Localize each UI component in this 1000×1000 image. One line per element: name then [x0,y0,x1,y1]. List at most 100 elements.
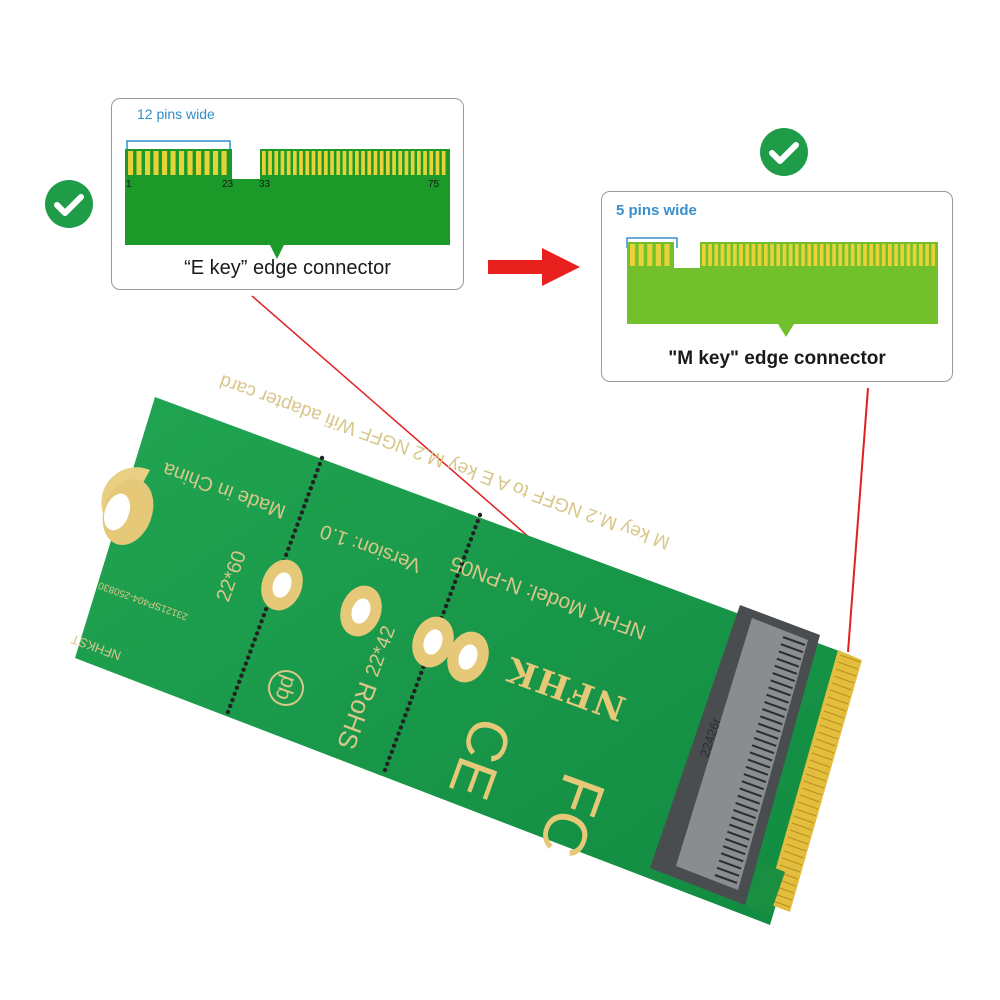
gold-pin [367,151,372,175]
socket-pin [755,729,779,740]
gold-pin [726,244,731,266]
edge-pin [793,815,815,824]
gold-pin [162,151,168,175]
socket-pin [753,737,777,747]
via-dot [283,552,289,557]
via-dot [457,567,462,572]
via-dot [448,591,453,597]
via-dot [225,709,231,715]
pin-number: 23 [222,179,234,190]
via-dot [405,707,410,712]
gold-pin [429,151,434,175]
edge-pin [781,857,803,866]
gold-pin [912,244,917,266]
edge-pin [829,689,851,698]
via-dot [286,546,291,551]
check-icon [760,128,808,176]
edge-pin [825,703,847,712]
gold-pin [708,244,712,266]
gold-pin [795,244,799,266]
gold-pin [311,151,316,175]
via-dot [243,661,249,666]
via-dot [288,540,293,545]
via-dot [477,512,483,518]
via-dot [245,655,251,660]
via-dot [452,579,458,584]
via-dot [471,531,476,536]
via-dot [455,573,460,578]
arrow-right-icon [488,248,580,286]
socket-pin [749,751,773,762]
gold-pin [136,151,142,175]
via-dot [292,528,298,533]
gold-pin [751,244,756,266]
gold-pin [638,244,644,266]
gold-pin [299,151,303,175]
gold-pin [305,151,310,175]
edge-pin [819,724,841,733]
gold-pin [286,151,291,175]
edge-pin [823,710,845,719]
via-dot [230,697,235,703]
via-dot [398,725,404,730]
gold-pin [875,244,880,266]
edge-pin [789,829,811,838]
socket-pin [747,758,771,769]
via-dot [407,701,413,706]
e-key-caption: “E key” edge connector [184,257,391,279]
socket-pin [751,744,775,755]
m-key-callout: 5 pins wide "M key" edge connector [601,191,953,382]
socket-pin [741,780,765,791]
gold-pin [655,244,661,266]
via-dot [259,619,264,624]
via-dot [418,670,424,676]
gold-pin [888,244,892,266]
gold-pin [204,151,210,175]
gold-pin [398,151,403,175]
via-dot [315,467,320,473]
gold-pin [213,151,219,175]
via-dot [385,761,390,767]
via-dot [466,543,471,548]
gold-pin [838,244,843,266]
gold-pin [196,151,202,175]
socket-pin [759,715,783,726]
edge-pin [795,808,817,817]
via-dot [234,685,240,691]
gold-pin [379,151,384,175]
edge-pin [797,801,819,810]
gold-pin [826,244,830,266]
socket-pin [716,866,740,877]
via-dot [263,606,269,612]
e-key-callout: 12 pins wide 1 23 33 75 “E key” edge con… [111,98,464,290]
via-dot [290,534,296,539]
gold-pin [733,244,737,266]
gold-pin [441,151,446,175]
edge-pin [815,738,837,747]
via-dot [396,731,401,736]
gold-pin [386,151,390,175]
via-dot [468,537,474,542]
socket-pin [737,794,761,805]
gold-pin [757,244,762,266]
via-dot [254,631,260,636]
gold-pin [813,244,818,266]
pin-number: 75 [428,179,440,190]
gold-pin [776,244,781,266]
e-key-connector-diagram [125,140,450,259]
via-dot [450,585,456,591]
gold-pin [894,244,898,266]
pin-number: 33 [259,179,271,190]
gold-pin [919,244,923,266]
socket-pin [745,765,769,776]
gold-pin [807,244,812,266]
check-icon [45,180,93,228]
via-dot [409,694,415,700]
via-dot [441,609,447,615]
gold-pin [268,151,272,175]
gold-pin [739,244,743,266]
gold-pin [925,244,929,266]
gold-pin [702,244,706,266]
edge-pin [787,836,809,845]
socket-pin [722,845,746,856]
